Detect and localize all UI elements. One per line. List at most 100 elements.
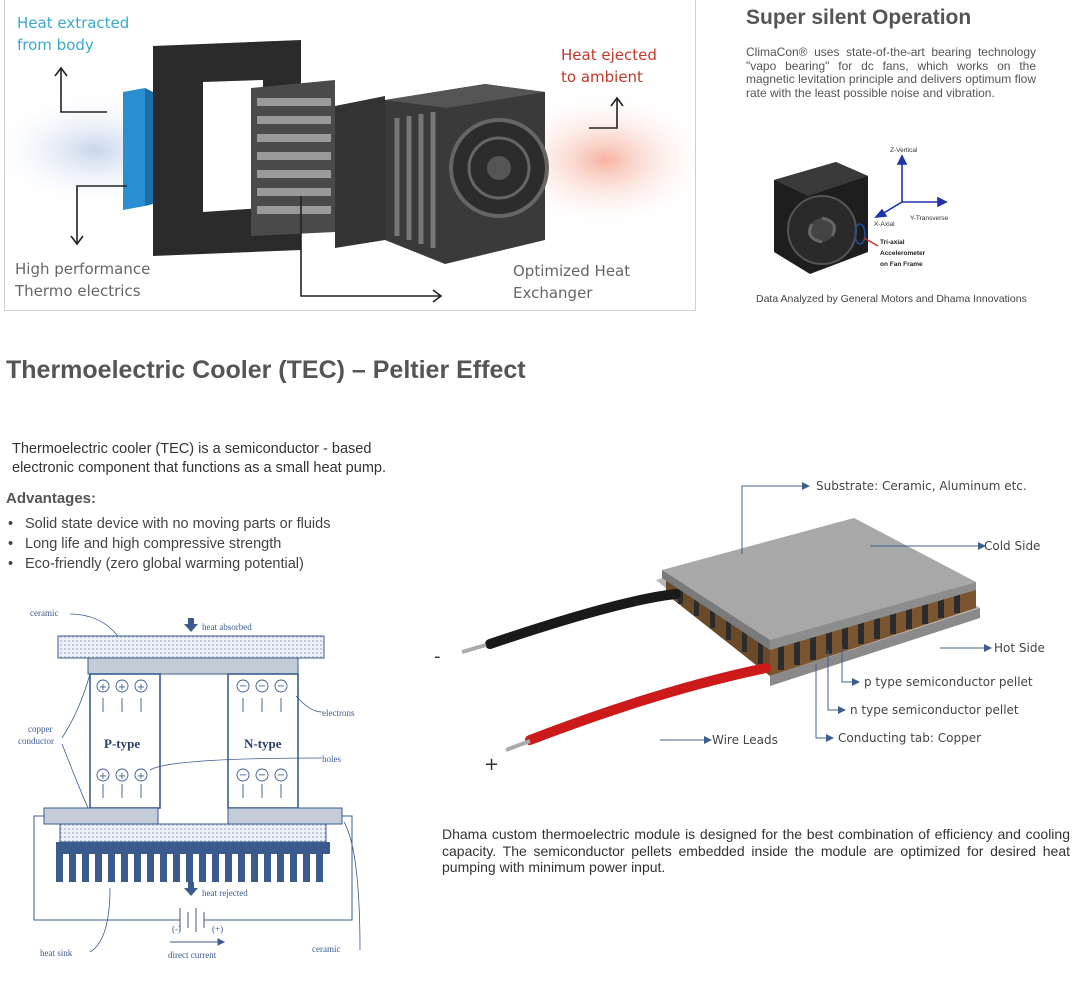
accel-line-2: Accelerometer (880, 250, 926, 257)
copper-label-1: copper (28, 724, 53, 734)
y-axis-label: Y-Transverse (910, 215, 949, 222)
cold-plate (123, 88, 145, 210)
module-callout-arrowheads (704, 482, 992, 744)
copper-label-2: conductor (18, 736, 54, 746)
svg-text:+: + (137, 771, 145, 782)
p-pellet-label: p type semiconductor pellet (864, 675, 1033, 689)
fin-lines (257, 98, 331, 214)
circuit-wire-left (33, 815, 160, 921)
conducting-tab-label: Conducting tab: Copper (838, 731, 981, 745)
heat-ejected-label: Heat ejected to ambient (561, 44, 657, 88)
tec-description: Thermoelectric cooler (TEC) is a semicon… (12, 440, 442, 478)
advantage-item: Long life and high compressive strength (8, 534, 330, 554)
bottom-ceramic-plate (59, 823, 327, 843)
heat-exchanger-label: Optimized Heat Exchanger (513, 260, 630, 304)
advantages-heading: Advantages: (6, 490, 97, 507)
module-callout-lines (660, 485, 988, 741)
accel-line-3: on Fan Frame (880, 261, 923, 268)
heat-extracted-label: Heat extracted from body (17, 12, 129, 56)
svg-text:−: − (277, 681, 285, 692)
accel-line-1: Tri-axial (880, 239, 905, 246)
heat-absorbed-label: heat absorbed (202, 622, 252, 632)
tec-description-line-1: Thermoelectric cooler (TEC) is a semicon… (12, 441, 372, 457)
pellet-array (666, 576, 976, 676)
z-axis-label: Z-Vertical (890, 147, 918, 154)
positive-terminal-sign: + (484, 754, 499, 775)
hot-air-mist (495, 90, 695, 230)
svg-text:+: + (118, 682, 126, 693)
positive-wire-tip (505, 739, 531, 752)
negative-wire (485, 589, 681, 649)
ceramic-bottom-label: ceramic (312, 944, 340, 954)
svg-text:−: − (258, 681, 266, 692)
exchanger-line-1: Optimized Heat (513, 262, 631, 280)
electrons-label: electrons (322, 708, 355, 718)
n-type-label: N-type (244, 736, 282, 751)
heat-sink (56, 842, 330, 882)
svg-text:+: + (118, 771, 126, 782)
x-axis-label: X-Axial (874, 221, 895, 228)
charge-carriers (96, 679, 288, 782)
negative-wire-tip (461, 643, 487, 654)
fan-accelerometer-figure: Z-Vertical X-Axial Y-Transverse Tri-axia… (774, 147, 949, 274)
heat-extracted-line-1: Heat extracted (17, 14, 130, 32)
accelerometer-marker (854, 223, 866, 245)
housing-grille (394, 112, 436, 248)
p-type-label: P-type (104, 736, 140, 751)
silent-operation-body: ClimaCon® uses state-of-the-art bearing … (746, 45, 1036, 100)
advantage-item: Eco-friendly (zero global warming potent… (8, 554, 330, 574)
heat-ejected-line-2: to ambient (561, 68, 643, 86)
schematic-leader-lines (61, 613, 361, 953)
minus-terminal-label: (-) (172, 924, 181, 934)
n-pellet-label: n type semiconductor pellet (850, 703, 1019, 717)
svg-text:−: − (239, 681, 247, 692)
advantage-item: Solid state device with no moving parts … (8, 514, 330, 534)
battery-icon (160, 908, 226, 946)
holes-label: holes (322, 754, 341, 764)
exploded-view-illustration (5, 40, 695, 303)
exchanger-line-2: Exchanger (513, 284, 593, 302)
thermo-electrics-label: High performance Thermo electrics (15, 258, 150, 302)
callout-arrows (54, 66, 624, 303)
svg-text:+: + (137, 682, 145, 693)
cold-side-plate (662, 518, 976, 640)
circuit-wire-right (226, 815, 353, 921)
heat-rejected-arrow (184, 882, 198, 896)
bottom-copper-right (227, 807, 343, 825)
tec-section-title: Thermoelectric Cooler (TEC) – Peltier Ef… (6, 356, 526, 384)
heat-sink-label: heat sink (40, 948, 73, 958)
substrate-label: Substrate: Ceramic, Aluminum etc. (816, 479, 1027, 493)
heat-ejected-line-1: Heat ejected (561, 46, 657, 64)
top-ceramic-plate (57, 635, 325, 659)
fan-icon (774, 162, 868, 274)
n-type-leg (227, 673, 299, 809)
bottom-copper-left (43, 807, 159, 825)
plus-terminal-label: (+) (212, 924, 223, 934)
direct-current-label: direct current (168, 950, 217, 960)
svg-text:+: + (99, 771, 107, 782)
fan-data-caption: Data Analyzed by General Motors and Dham… (756, 293, 1027, 305)
heat-rejected-label: heat rejected (202, 888, 248, 898)
svg-text:+: + (99, 682, 107, 693)
ceramic-top-label: ceramic (30, 608, 58, 618)
positive-wire (525, 663, 771, 745)
module-description: Dhama custom thermoelectric module is de… (442, 826, 1070, 875)
tec-module-illustration: Substrate: Ceramic, Aluminum etc. Cold S… (434, 479, 1045, 775)
wire-leads-label: Wire Leads (712, 733, 778, 747)
silent-operation-title: Super silent Operation (746, 6, 972, 29)
axes-icon (874, 154, 948, 218)
top-copper-conductor (87, 657, 299, 675)
thermo-line-1: High performance (15, 260, 151, 278)
svg-text:−: − (239, 770, 247, 781)
hot-side-label: Hot Side (994, 641, 1045, 655)
peltier-schematic: +++ +++ −−− −−− ceramic heat absorbed co… (18, 608, 361, 960)
svg-text:−: − (277, 770, 285, 781)
exploded-view-panel: Heat extracted from body Heat ejected to… (4, 0, 696, 311)
tec-description-line-2: electronic component that functions as a… (12, 460, 386, 476)
carrier-symbols: +++ +++ −−− −−− (99, 681, 285, 782)
cold-side-label: Cold Side (984, 539, 1040, 553)
flow-arrows (102, 698, 282, 798)
thermo-line-2: Thermo electrics (15, 282, 141, 300)
advantages-list: Solid state device with no moving parts … (8, 514, 330, 574)
negative-terminal-sign: - (434, 646, 441, 667)
